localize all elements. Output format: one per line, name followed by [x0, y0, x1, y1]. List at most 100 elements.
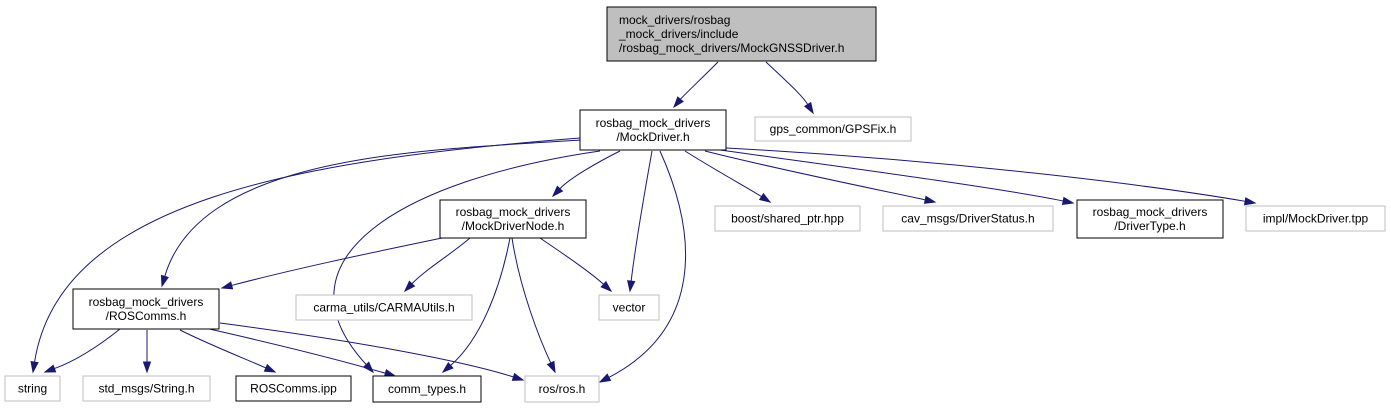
node-box [1245, 205, 1386, 232]
edge-mockdriver-to-mockdrivernode [551, 150, 621, 198]
edge-mockdrivernode-to-rosros [511, 237, 556, 374]
node-label-line: string [18, 382, 47, 396]
node-label-line: /rosbag_mock_drivers/MockGNSSDriver.h [619, 41, 844, 55]
edge-line [704, 150, 926, 201]
edge-line [630, 150, 653, 282]
edge-line [765, 61, 809, 105]
node-box [235, 375, 352, 402]
edge-line [54, 328, 121, 370]
node-box [524, 375, 600, 403]
node-label-line: rosbag_mock_drivers [1093, 205, 1208, 219]
node-label-line: ROSComms.ipp [250, 382, 337, 396]
node-label-line: cav_msgs/DriverStatus.h [901, 212, 1034, 226]
edge-mockdriver-to-boost [684, 150, 772, 203]
node-box [439, 199, 587, 239]
edge-roscomms-to-rosros [219, 322, 525, 381]
node-label-line: /MockDriverNode.h [462, 219, 565, 233]
node-box [82, 375, 211, 402]
node-mockdrivernode[interactable]: rosbag_mock_drivers/MockDriverNode.h [439, 199, 587, 239]
arrowhead-icon [220, 281, 234, 290]
node-label-line: rosbag_mock_drivers [89, 295, 204, 309]
node-box [295, 294, 473, 321]
edge-line [450, 237, 511, 366]
node-box [714, 205, 861, 232]
edge-mockdriver-to-string [30, 137, 581, 374]
edge-mockdrivernode-to-commtypes [441, 237, 511, 373]
node-box [1076, 199, 1224, 239]
edge-mockdrivernode-to-carmautils [403, 237, 471, 293]
node-driverstatus: cav_msgs/DriverStatus.h [882, 205, 1054, 232]
node-label-line: gps_common/GPSFix.h [770, 122, 897, 136]
edge-mockdriver-to-rosros [598, 150, 687, 383]
arrowhead-icon [600, 280, 613, 293]
edge-mockdriver-to-drivertype [719, 149, 1075, 206]
edge-line [608, 150, 687, 378]
edge-root-to-mockdriver [673, 61, 719, 109]
arrowhead-icon [160, 274, 169, 288]
arrowhead-icon [598, 373, 612, 383]
edge-roscomms-to-string [43, 328, 121, 373]
node-vector: vector [598, 294, 660, 321]
node-label-line: boost/shared_ptr.hpp [731, 212, 844, 226]
edge-mockdriver-to-commtypes [333, 150, 601, 374]
node-commtypes[interactable]: comm_types.h [372, 375, 482, 403]
node-boost: boost/shared_ptr.hpp [714, 205, 861, 232]
arrowhead-icon [362, 361, 375, 374]
edge-roscomms-to-roscommsipp [179, 329, 277, 373]
edge-root-to-gpsfix [765, 61, 814, 115]
node-roscommsipp[interactable]: ROSComms.ipp [235, 375, 352, 402]
node-label-line: /DriverType.h [1114, 219, 1185, 233]
node-root[interactable]: mock_drivers/rosbag_mock_drivers/include… [606, 6, 877, 62]
node-label-line: /MockDriver.h [616, 130, 689, 144]
edge-roscomms-to-commtypes [204, 327, 397, 378]
arrowhead-icon [43, 364, 57, 373]
node-box [882, 205, 1054, 232]
arrowhead-icon [30, 360, 39, 374]
edge-line [34, 137, 581, 363]
edge-line [231, 237, 443, 286]
node-box [606, 6, 877, 62]
arrowhead-icon [673, 96, 684, 109]
arrowhead-icon [551, 185, 564, 198]
arrowhead-icon [441, 361, 454, 373]
edge-line [725, 147, 1246, 202]
arrowhead-icon [803, 101, 814, 115]
node-drivertype[interactable]: rosbag_mock_drivers/DriverType.h [1076, 199, 1224, 239]
edge-line [559, 150, 621, 190]
arrowhead-icon [511, 372, 525, 381]
edge-line [680, 61, 719, 100]
node-string: string [4, 375, 61, 402]
node-label-line: std_msgs/String.h [98, 382, 194, 396]
node-box [754, 116, 912, 142]
node-label-line: impl/MockDriver.tpp [1263, 212, 1369, 226]
edge-mockdriver-to-driverstatus [704, 150, 937, 204]
node-rosros: ros/ros.h [524, 375, 600, 403]
node-label-line: comm_types.h [388, 382, 466, 396]
edges-layer [30, 61, 1257, 383]
edge-line [539, 237, 604, 285]
arrowhead-icon [263, 363, 277, 373]
edge-line [719, 149, 1064, 202]
node-impl: impl/MockDriver.tpp [1245, 205, 1386, 232]
node-carmautils: carma_utils/CARMAUtils.h [295, 294, 473, 321]
edge-mockdriver-to-vector [627, 150, 653, 293]
arrowhead-icon [1061, 196, 1075, 206]
node-gpsfix: gps_common/GPSFix.h [754, 116, 912, 142]
arrowhead-icon [758, 192, 772, 203]
node-label-line: mock_drivers/rosbag [619, 13, 730, 27]
node-label-line: rosbag_mock_drivers [596, 116, 711, 130]
node-roscomms[interactable]: rosbag_mock_drivers/ROSComms.h [72, 288, 220, 330]
edge-mockdrivernode-to-vector [539, 237, 613, 293]
node-stdmsgs: std_msgs/String.h [82, 375, 211, 402]
edge-line [684, 150, 762, 198]
node-box [72, 288, 220, 330]
node-box [372, 375, 482, 403]
node-mockdriver[interactable]: rosbag_mock_drivers/MockDriver.h [579, 109, 727, 151]
edge-roscomms-to-stdmsgs [142, 329, 152, 374]
arrowhead-icon [142, 361, 152, 374]
nodes-layer: mock_drivers/rosbag_mock_drivers/include… [4, 6, 1386, 403]
arrowhead-icon [546, 360, 556, 374]
edge-line [333, 150, 601, 365]
arrowhead-icon [1243, 197, 1257, 206]
